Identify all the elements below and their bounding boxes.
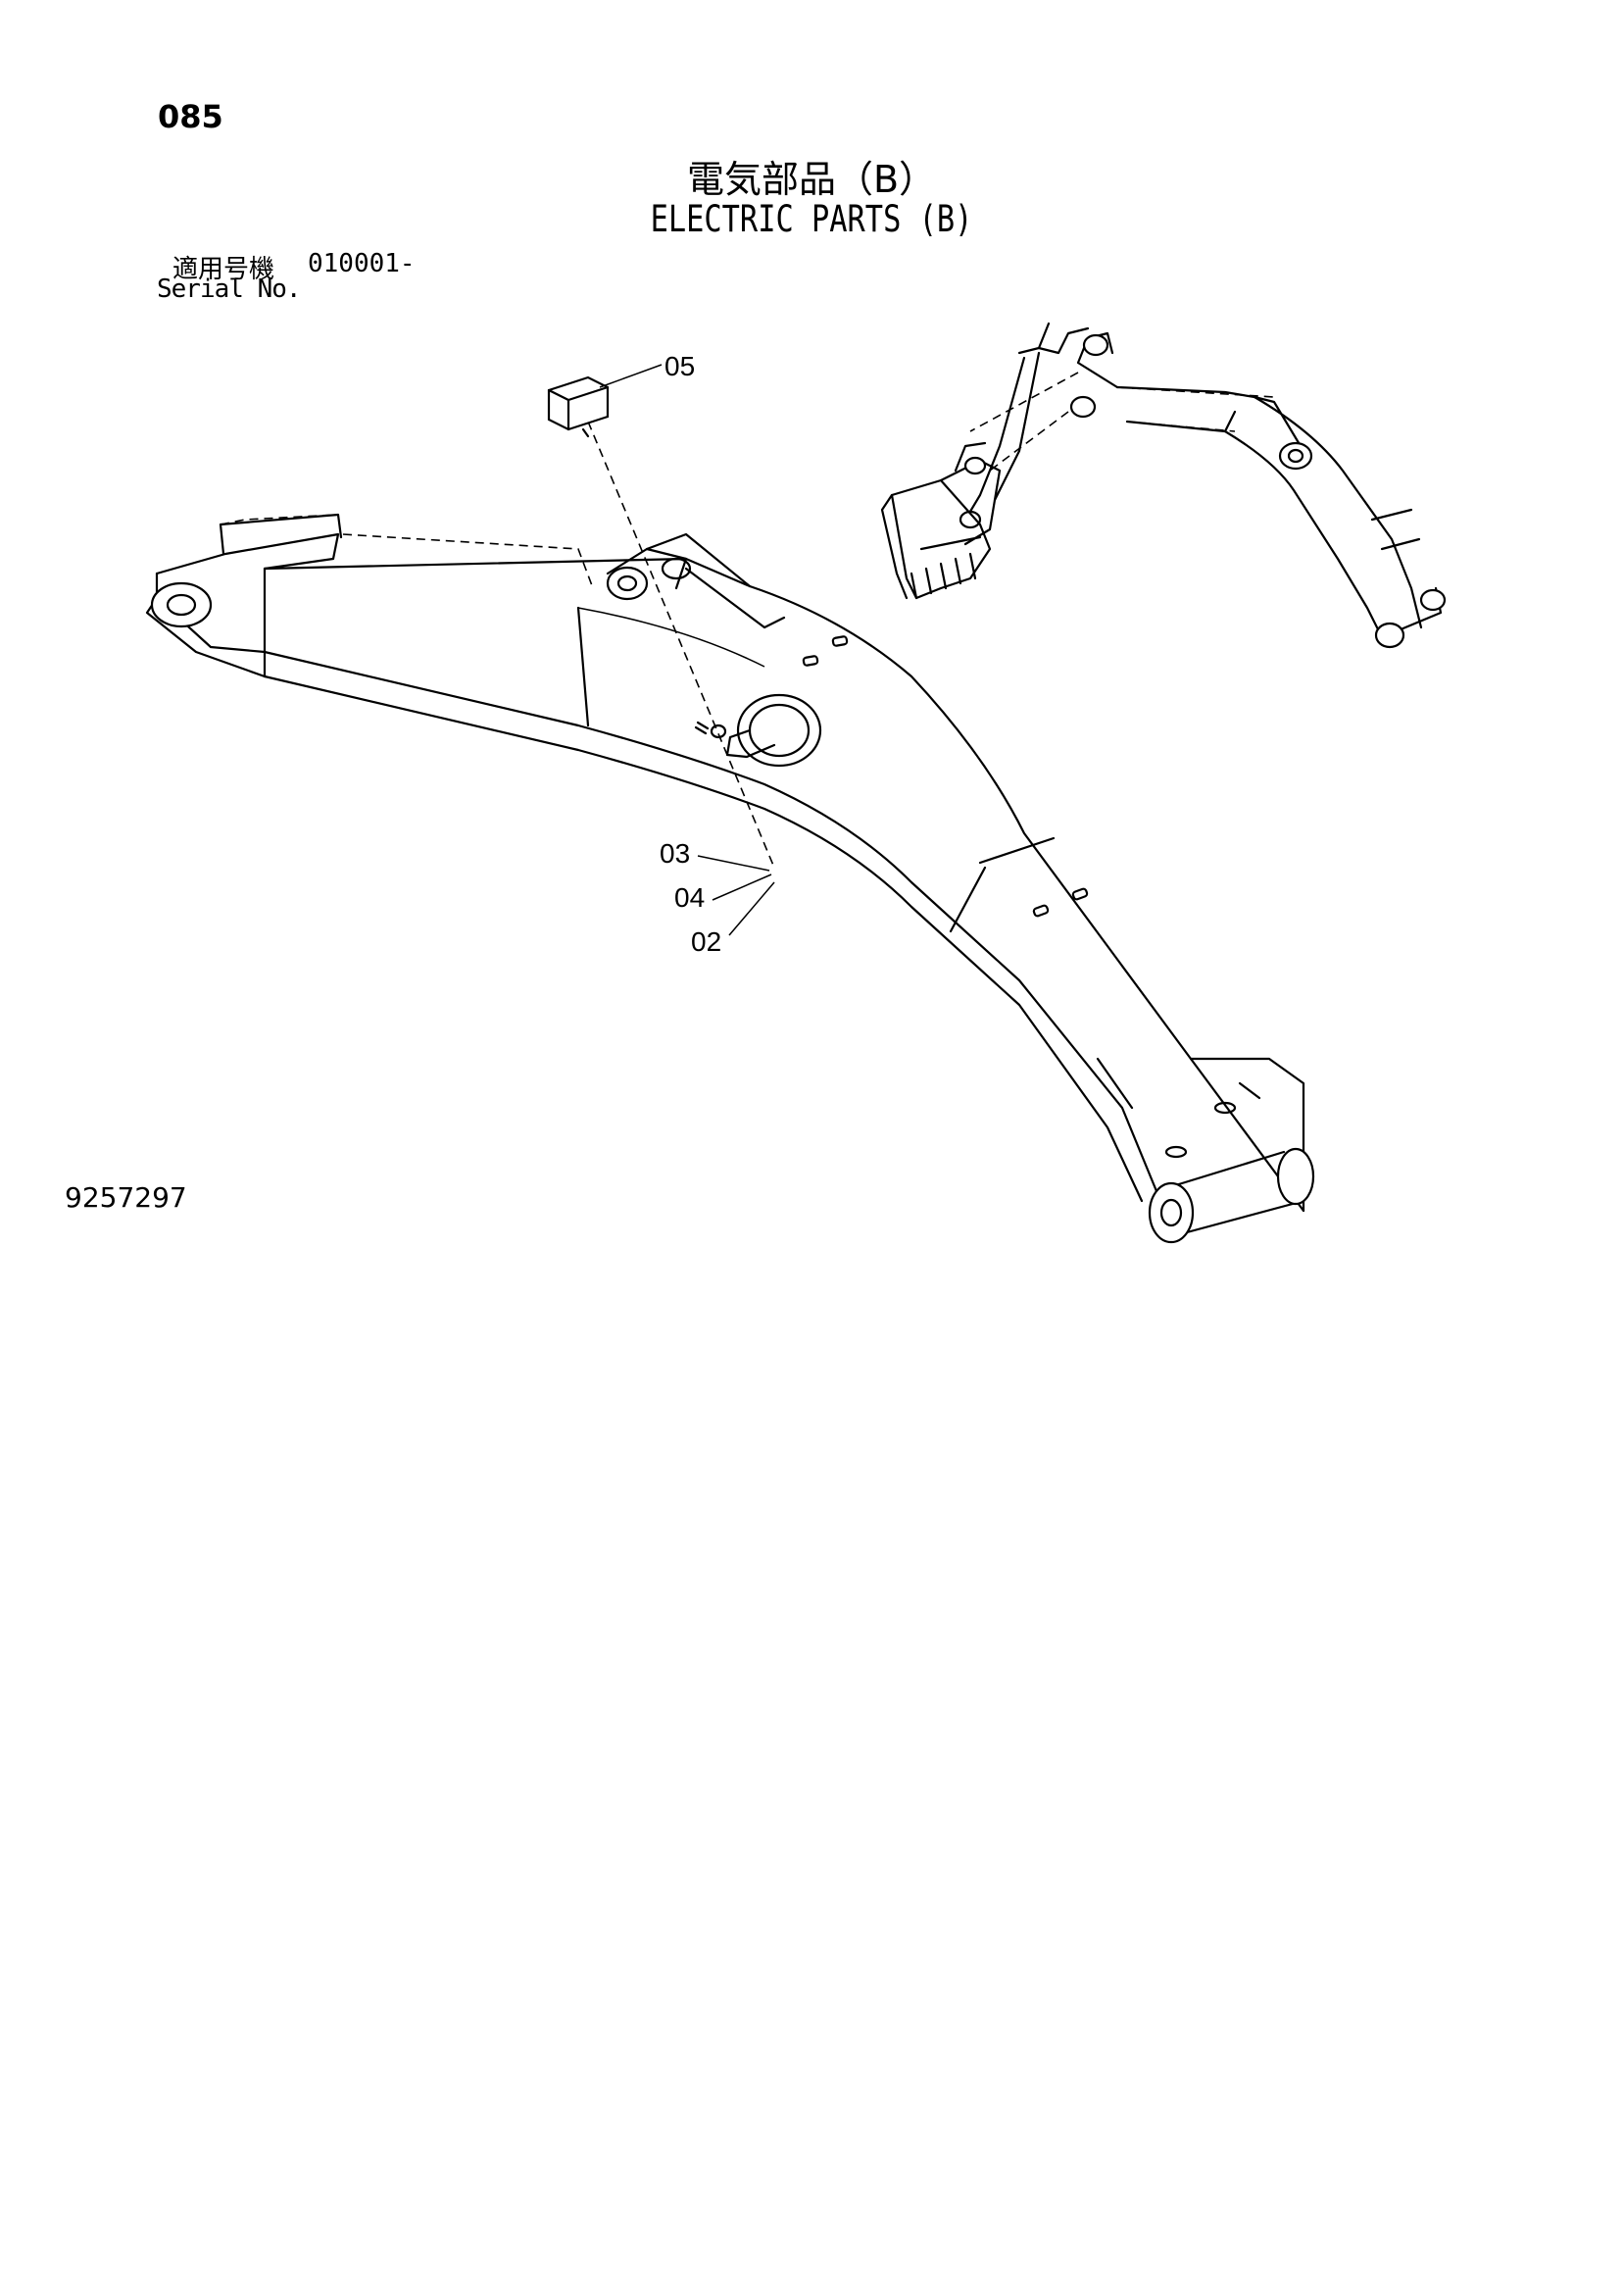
serial-label-japanese: 適用号機 — [172, 255, 275, 284]
callout-03: 03 — [660, 838, 770, 872]
title-japanese: 電気部品（B） — [686, 158, 937, 201]
callout-05-label: 05 — [664, 351, 695, 381]
machine-overview-illustration — [880, 322, 1447, 649]
serial-label-english: Serial No. — [157, 275, 302, 304]
callout-04: 04 — [674, 873, 772, 913]
part-05-sensor — [547, 375, 610, 438]
title-english: ELECTRIC PARTS (B) — [650, 198, 973, 240]
serial-range: 010001- — [308, 249, 416, 278]
callout-02-label: 02 — [691, 926, 721, 957]
callout-04-label: 04 — [674, 882, 705, 913]
callout-03-label: 03 — [660, 838, 690, 869]
callout-05: 05 — [599, 351, 695, 388]
page-number: 085 — [158, 98, 223, 135]
arm-illustration — [145, 421, 1315, 1244]
drawing-number: 9257297 — [65, 1181, 187, 1214]
callout-02: 02 — [691, 881, 775, 957]
